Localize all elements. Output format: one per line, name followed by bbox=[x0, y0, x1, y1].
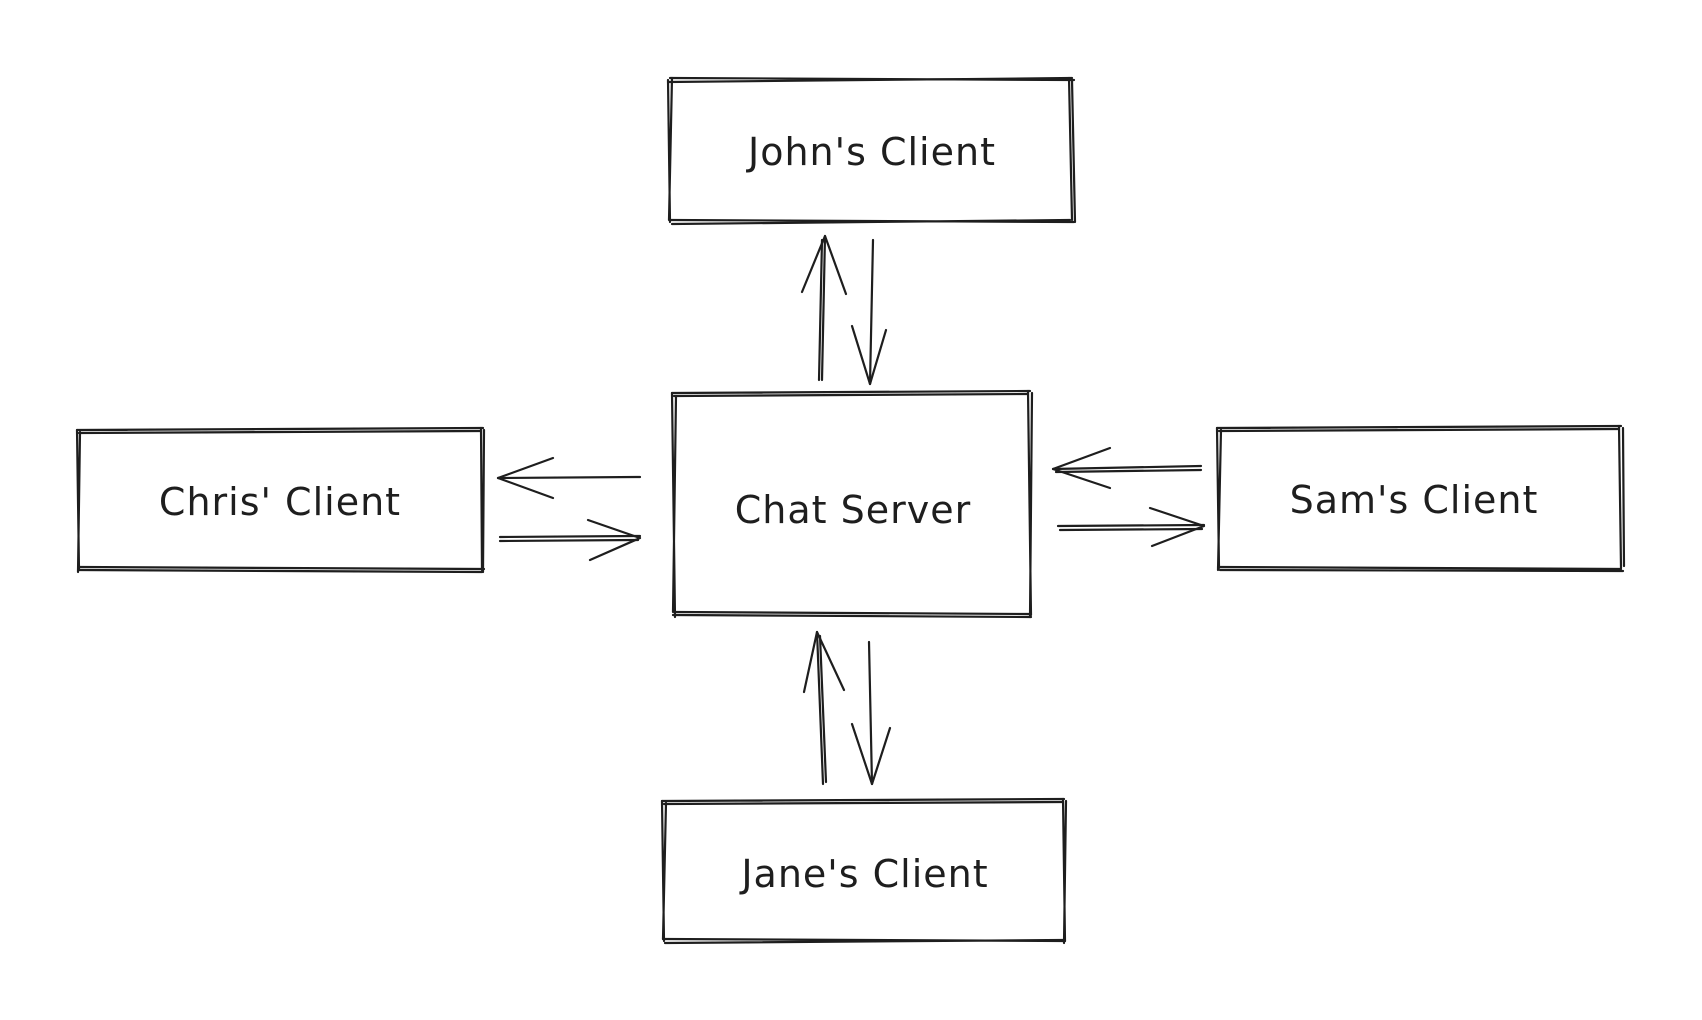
arrow-john-to-server bbox=[850, 238, 888, 386]
arrow-server-to-sam bbox=[1056, 506, 1206, 548]
arrow-sam-to-server bbox=[1051, 446, 1203, 490]
node-sam-client[interactable]: Sam's Client bbox=[1215, 424, 1626, 573]
node-jane-label: Jane's Client bbox=[739, 852, 988, 896]
node-server-label: Chat Server bbox=[735, 488, 972, 532]
node-chris-client[interactable]: Chris' Client bbox=[75, 426, 486, 574]
node-chris-label: Chris' Client bbox=[159, 480, 401, 524]
node-john-label: John's Client bbox=[746, 130, 996, 174]
node-sam-label: Sam's Client bbox=[1290, 478, 1539, 522]
node-john-client[interactable]: John's Client bbox=[666, 76, 1077, 226]
arrow-server-to-chris bbox=[496, 456, 642, 500]
arrow-jane-to-server bbox=[802, 630, 846, 786]
arrow-chris-to-server bbox=[498, 518, 642, 562]
node-chat-server[interactable]: Chat Server bbox=[670, 389, 1034, 619]
arrow-server-to-jane bbox=[850, 640, 892, 786]
node-jane-client[interactable]: Jane's Client bbox=[660, 797, 1068, 945]
arrow-server-to-john bbox=[800, 234, 848, 382]
